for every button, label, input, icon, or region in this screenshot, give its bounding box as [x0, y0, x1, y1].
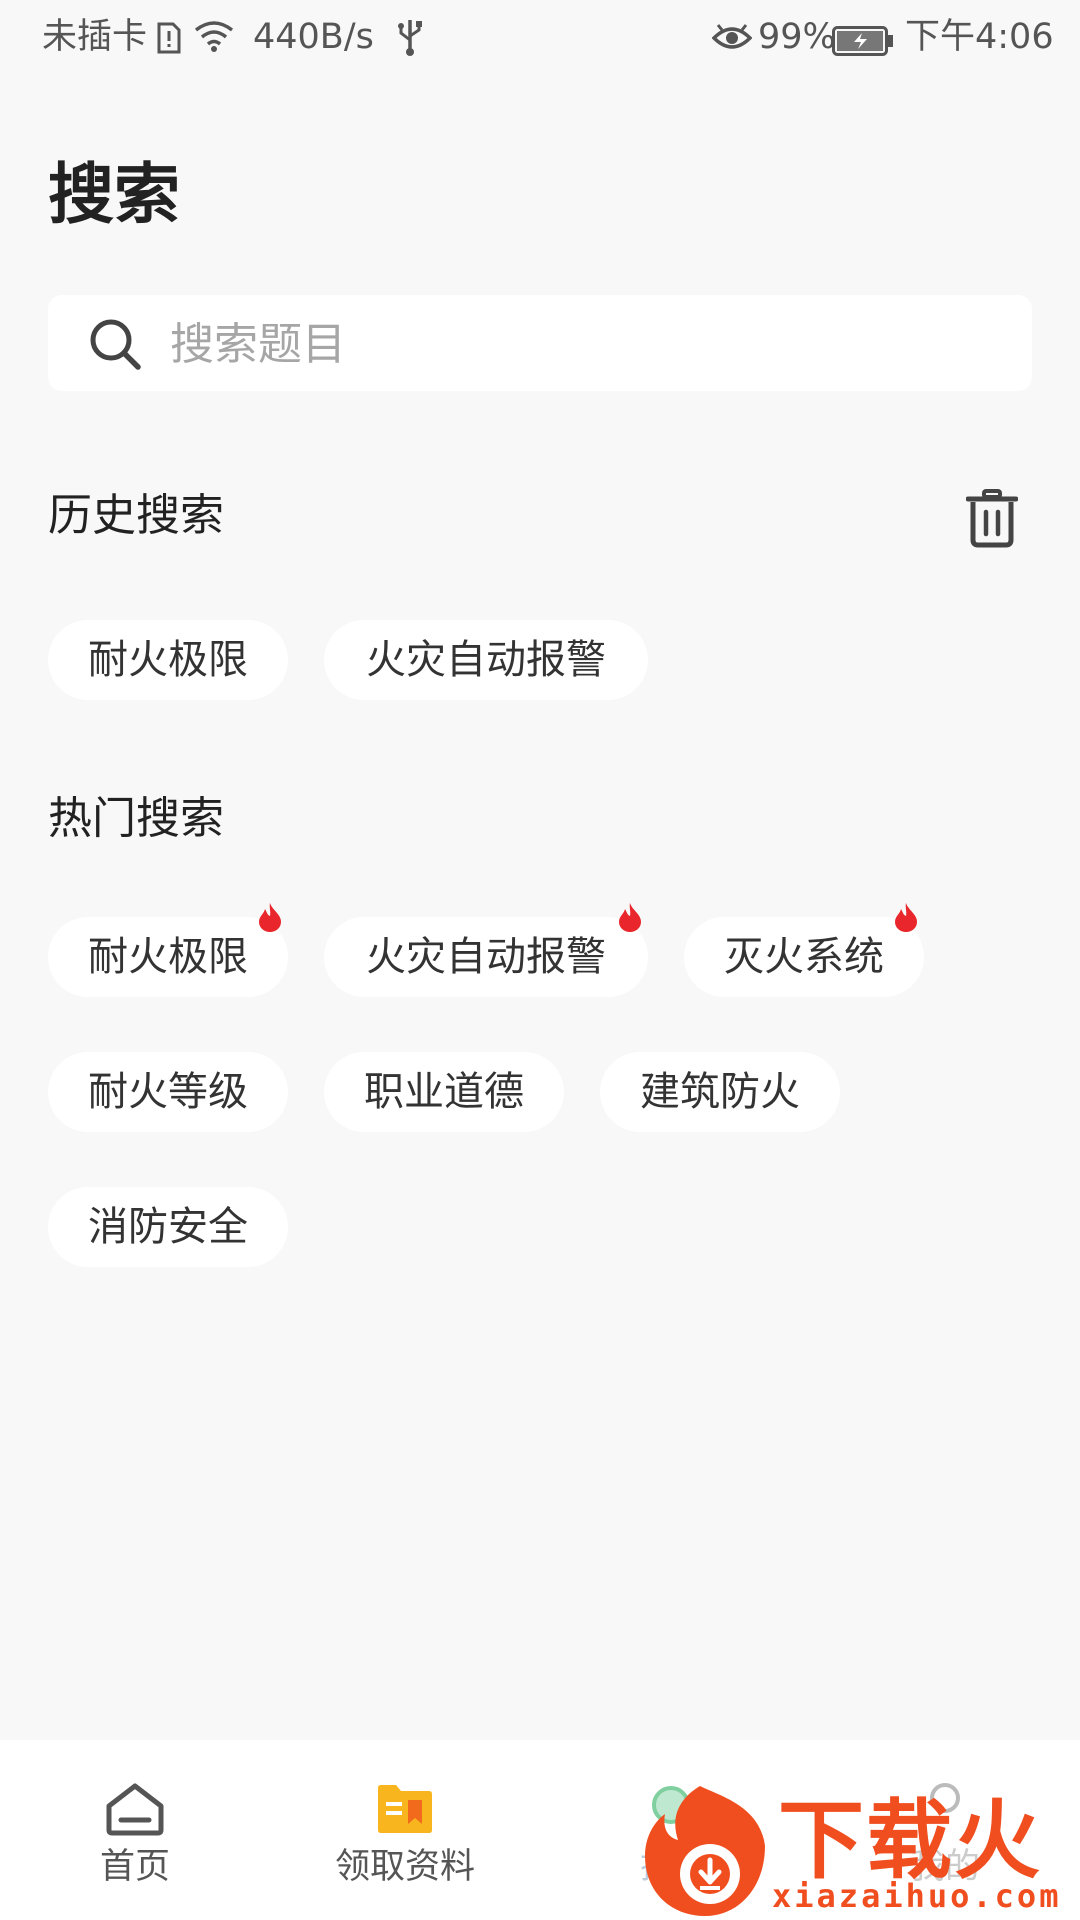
hot-chip[interactable]: 消防安全	[48, 1187, 288, 1267]
hot-chip-label: 耐火极限	[88, 934, 248, 980]
nav-item-profile[interactable]: 我的	[810, 1740, 1080, 1920]
battery-charging-icon	[832, 22, 894, 68]
hot-chip[interactable]: 职业道德	[324, 1052, 564, 1132]
folder-icon	[376, 1782, 434, 1840]
search-input[interactable]	[168, 295, 1012, 393]
bottom-nav: 首页 领取资料 搜题 我的	[0, 1740, 1080, 1920]
watermark-url: xiazaihuo.com	[772, 1877, 1062, 1915]
usb-icon	[396, 16, 424, 68]
wifi-icon	[194, 18, 234, 64]
hot-chip-label: 消防安全	[88, 1204, 248, 1250]
carrier-text: 未插卡	[42, 17, 148, 57]
search-icon	[88, 317, 142, 375]
watermark-logo: 下载火 xiazaihuo.com	[640, 1776, 1080, 1920]
nav-label: 领取资料	[334, 1847, 475, 1887]
search-box[interactable]	[48, 295, 1032, 393]
trash-icon[interactable]	[965, 488, 1019, 552]
hot-chip-label: 火灾自动报警	[366, 934, 606, 980]
sim-alert-icon	[156, 20, 182, 66]
nav-label: 我的	[909, 1847, 980, 1887]
hot-chip[interactable]: 火灾自动报警	[324, 917, 648, 997]
page-title: 搜索	[48, 156, 180, 233]
hot-chip-label: 耐火等级	[88, 1069, 248, 1115]
battery-percent-text: 99%	[758, 17, 836, 57]
nav-item-home[interactable]: 首页	[0, 1740, 270, 1920]
hot-chip[interactable]: 耐火等级	[48, 1052, 288, 1132]
hot-chip-label: 灭火系统	[724, 934, 884, 980]
profile-icon	[925, 1782, 965, 1840]
status-bar: 未插卡 440B/s 99% 下午4:06	[0, 0, 1080, 74]
hot-chip[interactable]: 建筑防火	[600, 1052, 840, 1132]
fire-icon	[617, 902, 643, 932]
hot-chip[interactable]: 耐火极限	[48, 917, 288, 997]
watermark-brand: 下载火	[778, 1791, 1042, 1891]
fire-icon	[257, 902, 283, 932]
nav-label: 首页	[99, 1847, 170, 1887]
hot-chip-label: 建筑防火	[640, 1069, 800, 1115]
clock-text: 下午4:06	[905, 17, 1054, 57]
eye-icon	[711, 20, 753, 66]
hot-section-title: 热门搜索	[48, 793, 224, 844]
home-icon	[105, 1782, 165, 1840]
net-speed-text: 440B/s	[253, 17, 374, 57]
history-section-title: 历史搜索	[48, 490, 224, 541]
history-chip[interactable]: 耐火极限	[48, 620, 288, 700]
history-chip[interactable]: 火灾自动报警	[324, 620, 648, 700]
hot-chip[interactable]: 灭火系统	[684, 917, 924, 997]
hot-chip-label: 职业道德	[364, 1069, 524, 1115]
nav-item-materials[interactable]: 领取资料	[270, 1740, 540, 1920]
fire-icon	[893, 902, 919, 932]
